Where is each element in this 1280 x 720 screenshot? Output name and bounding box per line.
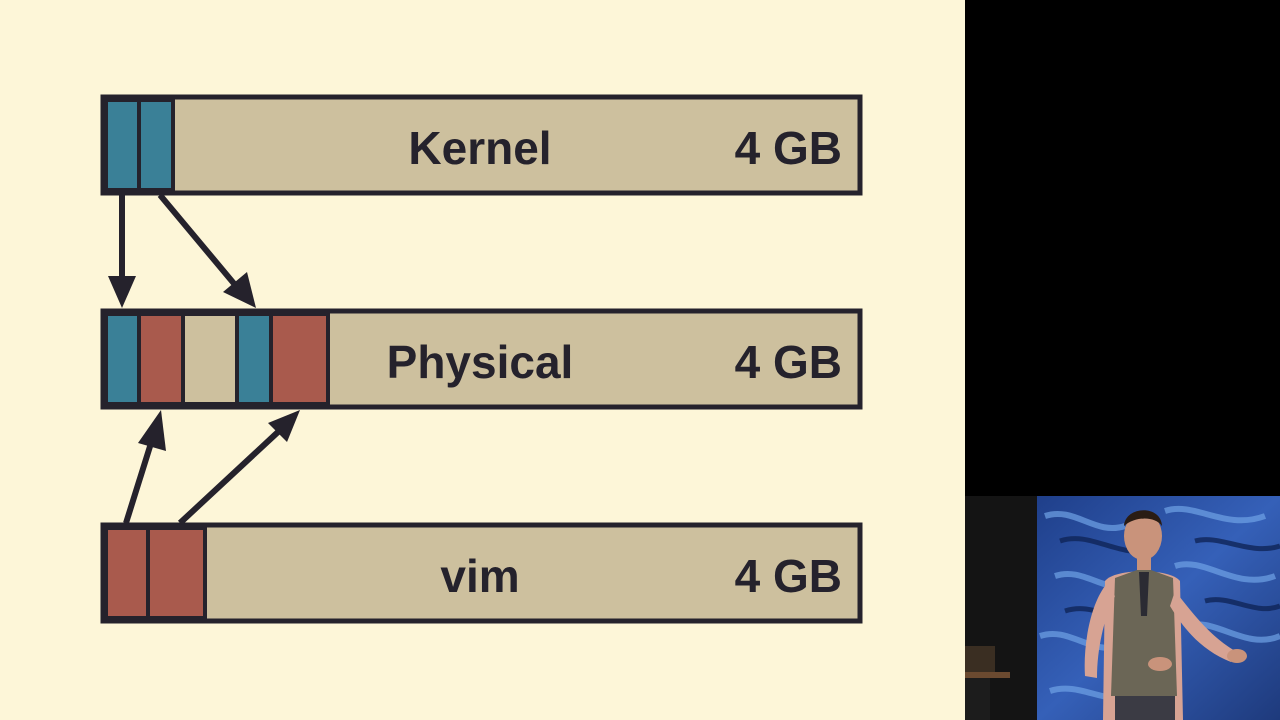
- vim-size: 4 GB: [735, 550, 842, 602]
- arrow-kernel-page2-to-physical-page4: [157, 193, 239, 288]
- slide-area: Kernel 4 GB Physical 4 GB vim 4 GB: [0, 0, 965, 720]
- kernel-to-physical-arrows: [108, 193, 256, 308]
- physical-page-3: [181, 312, 239, 406]
- vim-page-2: [146, 526, 207, 620]
- kernel-page-1: [104, 98, 141, 192]
- video-letterbox: [965, 0, 1280, 496]
- physical-page-2: [137, 312, 185, 406]
- vim-page-1: [104, 526, 150, 620]
- kernel-page-2: [137, 98, 175, 192]
- presenter-image: [965, 496, 1280, 720]
- physical-bar: Physical 4 GB: [100, 308, 863, 410]
- physical-page-4: [235, 312, 273, 406]
- kernel-label: Kernel: [408, 122, 551, 174]
- physical-page-5: [269, 312, 330, 406]
- arrow-vim-page2-to-physical-page5: [177, 429, 281, 526]
- vim-bar: vim 4 GB: [100, 522, 863, 624]
- memory-mapping-diagram: Kernel 4 GB Physical 4 GB vim 4 GB: [100, 94, 863, 624]
- presenter-video-feed: [965, 496, 1280, 720]
- physical-size: 4 GB: [735, 336, 842, 388]
- vim-to-physical-arrows: [123, 410, 300, 526]
- vim-label: vim: [440, 550, 519, 602]
- kernel-size: 4 GB: [735, 122, 842, 174]
- presenter-figure: [1084, 510, 1247, 720]
- physical-page-1: [104, 312, 141, 406]
- physical-label: Physical: [387, 336, 574, 388]
- kernel-bar: Kernel 4 GB: [100, 94, 863, 196]
- arrow-vim-page1-to-physical-page2: [123, 439, 155, 524]
